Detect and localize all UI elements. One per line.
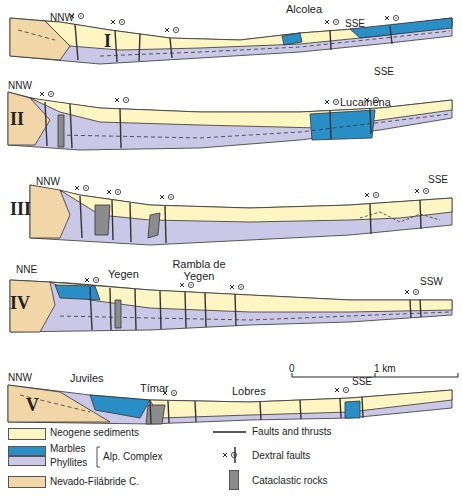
section-three	[30, 185, 452, 245]
place-label: 0	[289, 363, 295, 374]
place-label: Lucainena	[340, 96, 391, 108]
place-label: Rambla de Yegen	[168, 258, 230, 282]
place-label: SSE	[374, 66, 394, 77]
section-one	[10, 18, 452, 64]
place-label: NNW	[36, 176, 60, 187]
place-label: SSE	[345, 18, 365, 29]
legend-text: Nevado-Filábride C.	[50, 476, 139, 487]
place-label: SSE	[428, 174, 448, 185]
section-number: I	[104, 32, 111, 52]
place-label: Lobres	[232, 385, 266, 397]
place-label: Juviles	[70, 372, 104, 384]
place-label: Alp. Complex	[103, 451, 162, 462]
place-label: NNW	[50, 12, 74, 23]
place-label: NNE	[16, 264, 37, 275]
section-number: V	[26, 396, 39, 416]
place-label: SSE	[352, 376, 372, 387]
fault-sample	[213, 431, 246, 432]
place-label: Yegen	[108, 268, 139, 280]
section-number: III	[10, 200, 31, 220]
legend-text: Dextral faults	[252, 450, 310, 461]
legend-bracket	[97, 447, 100, 467]
legend-text: Neogene sediments	[50, 427, 139, 438]
legend-text: Marbles	[50, 443, 86, 454]
place-label: NNW	[8, 80, 32, 91]
dextral-fault-sample	[234, 447, 235, 463]
place-label: 1 km	[374, 363, 396, 374]
place-label: Tímar	[140, 382, 169, 394]
legend-text: Faults and thrusts	[252, 426, 331, 437]
place-label: NNW	[8, 372, 32, 383]
section-four	[10, 280, 452, 332]
place-label: Alcolea	[286, 3, 322, 15]
section-five	[8, 385, 452, 424]
legend-swatch	[229, 470, 239, 490]
section-number: II	[10, 110, 24, 130]
section-two	[8, 92, 452, 150]
legend-swatch	[8, 428, 46, 440]
legend-swatch	[8, 476, 46, 488]
legend-swatch	[8, 446, 46, 456]
legend-swatch	[8, 456, 46, 466]
place-label: SSW	[420, 276, 443, 287]
section-number: IV	[10, 294, 30, 314]
legend-text: Phyllites	[50, 457, 87, 468]
legend-text: Cataclastic rocks	[252, 475, 328, 486]
